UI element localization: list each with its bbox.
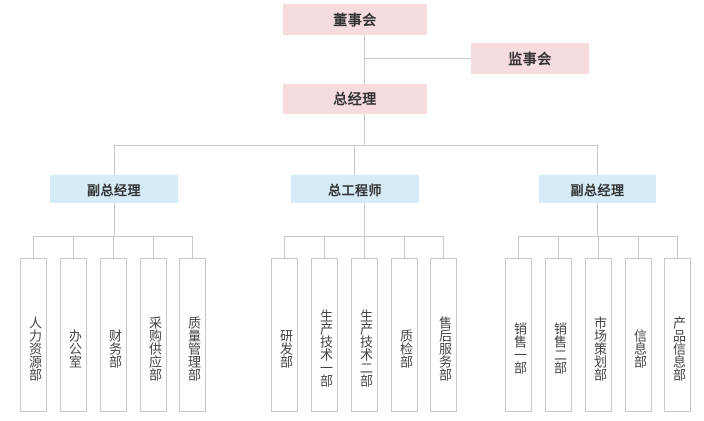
dept-box: 销售二部 (545, 258, 572, 412)
dept-box: 人力资源部 (20, 258, 47, 412)
connector-supervisors (364, 58, 471, 59)
connector-b3-d5 (677, 236, 678, 258)
board-box: 董事会 (283, 4, 427, 35)
connector-b1-down (114, 203, 115, 236)
connector-b1-d5 (192, 236, 193, 258)
connector-b3-d1 (518, 236, 519, 258)
branch-box-deputy-gm-1: 副总经理 (50, 175, 178, 203)
dept-label: 研发部 (277, 328, 292, 368)
dept-label: 财务部 (106, 328, 121, 368)
connector-b2-d3 (364, 236, 365, 258)
connector-b2-d2 (324, 236, 325, 258)
branch-box-deputy-gm-2: 副总经理 (539, 175, 656, 203)
dept-box: 研发部 (271, 258, 298, 412)
dept-label: 生产技术二部 (357, 309, 372, 387)
dept-box: 办公室 (60, 258, 87, 412)
dept-label: 生产技术一部 (317, 309, 332, 387)
branch-box-chief-engineer: 总工程师 (291, 175, 419, 203)
connector-b2-d4 (404, 236, 405, 258)
connector-b3-d4 (638, 236, 639, 258)
dept-box: 产品信息部 (664, 258, 691, 412)
connector-branch-1 (114, 145, 115, 175)
dept-box: 质量管理部 (179, 258, 206, 412)
dept-box: 生产技术二部 (351, 258, 378, 412)
connector-b2-d5 (443, 236, 444, 258)
dept-box: 财务部 (100, 258, 127, 412)
dept-label: 采购供应部 (146, 315, 161, 381)
dept-label: 人力资源部 (26, 315, 41, 381)
connector-b2-down (364, 203, 365, 236)
connector-b1-d1 (33, 236, 34, 258)
connector-branch-bar (114, 145, 598, 146)
dept-box: 售后服务部 (430, 258, 457, 412)
dept-label: 产品信息部 (670, 315, 685, 381)
general-manager-box: 总经理 (283, 84, 427, 114)
dept-box: 采购供应部 (140, 258, 167, 412)
dept-label: 办公室 (66, 328, 81, 368)
dept-label: 质检部 (397, 328, 412, 368)
connector-branch-2 (354, 145, 355, 175)
dept-label: 质量管理部 (185, 315, 200, 381)
dept-label: 信息部 (631, 328, 646, 368)
dept-box: 销售一部 (505, 258, 532, 412)
connector-b1-d4 (153, 236, 154, 258)
dept-box: 质检部 (391, 258, 418, 412)
dept-label: 销售二部 (551, 322, 566, 374)
dept-label: 市场策划部 (591, 315, 606, 381)
connector-b1-d3 (113, 236, 114, 258)
connector-gm-down (364, 114, 365, 145)
connector-b3-d2 (558, 236, 559, 258)
connector-b3-down (597, 203, 598, 236)
supervisors-box: 监事会 (471, 43, 589, 74)
dept-label: 售后服务部 (436, 315, 451, 381)
dept-label: 销售一部 (511, 322, 526, 374)
dept-box: 市场策划部 (585, 258, 612, 412)
dept-box: 生产技术一部 (311, 258, 338, 412)
connector-branch-3 (597, 145, 598, 175)
dept-box: 信息部 (625, 258, 652, 412)
connector-b2-d1 (284, 236, 285, 258)
connector-b3-d3 (598, 236, 599, 258)
connector-board-gm (364, 35, 365, 84)
connector-b1-d2 (73, 236, 74, 258)
